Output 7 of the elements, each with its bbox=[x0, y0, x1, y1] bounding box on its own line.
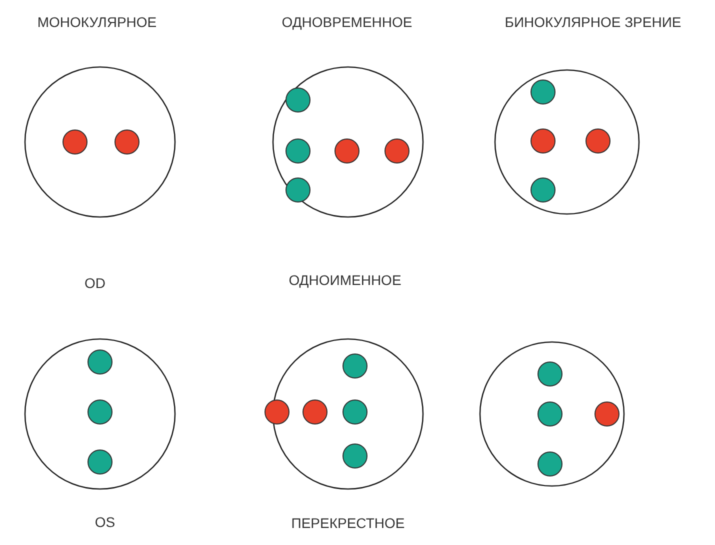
caption-text: ОДНОИМЕННОЕ bbox=[288, 272, 402, 288]
caption-text: МОНОКУЛЯРНОЕ bbox=[37, 14, 157, 30]
caption-text: ОДНОВРЕМЕННОЕ bbox=[282, 14, 412, 30]
caption-text: ПЕРЕКРЕСТНОЕ bbox=[291, 515, 405, 531]
caption-text: БИНОКУЛЯРНОЕ ЗРЕНИЕ bbox=[504, 14, 682, 30]
caption-text: OS bbox=[94, 514, 116, 530]
caption-text: OD bbox=[84, 275, 106, 291]
